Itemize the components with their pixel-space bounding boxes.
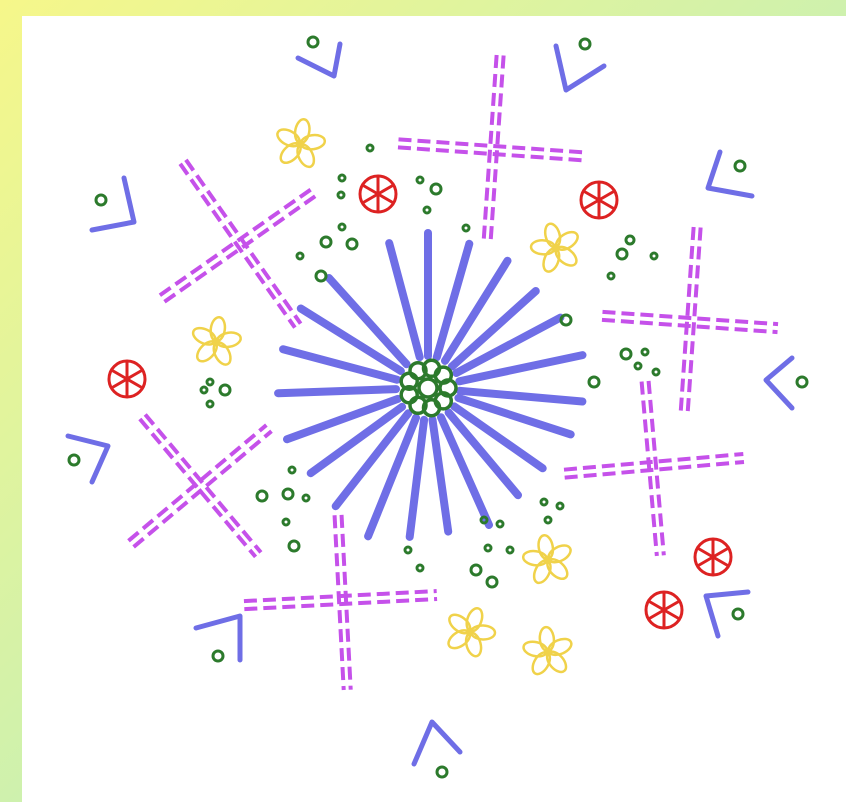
white-canvas: [22, 16, 846, 802]
starburst-spoke: [278, 389, 396, 393]
